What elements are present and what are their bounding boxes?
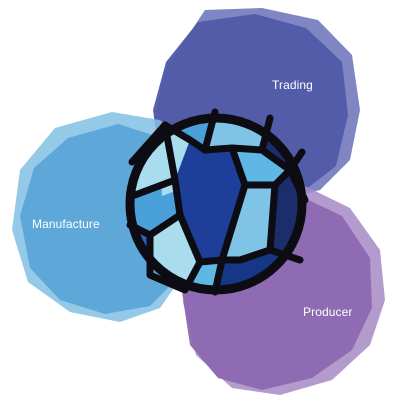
globe-tile — [252, 196, 268, 232]
globe-outline — [125, 113, 307, 295]
label-trading: Trading — [272, 78, 313, 92]
globe-lead-lines — [126, 108, 309, 296]
stained-glass-globe-icon — [125, 108, 309, 296]
label-producer: Producer — [303, 305, 353, 319]
label-manufacture: Manufacture — [32, 217, 100, 231]
globe-tile — [232, 148, 290, 185]
